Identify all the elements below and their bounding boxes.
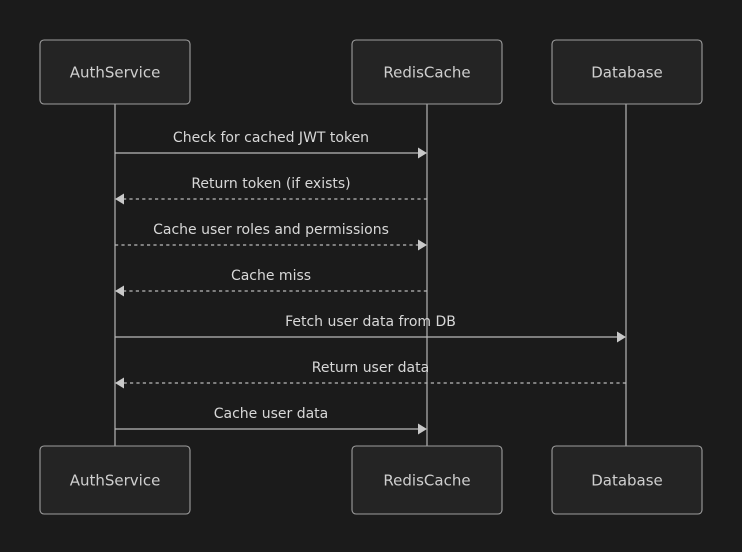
participant-db-bottom[interactable]: Database [551,445,703,515]
participant-label-redis-bottom: RedisCache [383,472,470,490]
arrowhead-1 [418,147,427,159]
participant-auth-top[interactable]: AuthService [39,39,191,105]
arrowhead-4 [115,285,124,297]
participant-box-db-top[interactable] [551,39,703,105]
message-2: Return token (if exists) [115,176,427,205]
message-6: Return user data [115,360,626,389]
participant-label-db-top: Database [591,64,663,82]
arrowhead-6 [115,377,124,389]
participant-label-auth-top: AuthService [70,64,161,82]
message-label-5: Fetch user data from DB [285,314,456,330]
participant-auth-bottom[interactable]: AuthService [39,445,191,515]
message-label-3: Cache user roles and permissions [153,222,389,238]
arrowhead-2 [115,193,124,205]
participant-box-auth-top[interactable] [39,39,191,105]
participant-box-redis-bottom[interactable] [351,445,503,515]
message-label-7: Cache user data [214,406,329,422]
participant-db-top[interactable]: Database [551,39,703,105]
participant-box-redis-top[interactable] [351,39,503,105]
participant-label-db-bottom: Database [591,472,663,490]
message-4: Cache miss [115,268,427,297]
participant-boxes-bottom: AuthService RedisCache Database [39,445,703,515]
participant-label-redis-top: RedisCache [383,64,470,82]
message-7: Cache user data [115,406,427,435]
participant-boxes-top: AuthService RedisCache Database [39,39,703,105]
participant-redis-top[interactable]: RedisCache [351,39,503,105]
message-label-6: Return user data [312,360,429,376]
message-label-1: Check for cached JWT token [173,130,369,146]
participant-box-db-bottom[interactable] [551,445,703,515]
arrowhead-7 [418,423,427,435]
message-5: Fetch user data from DB [115,314,626,343]
message-1: Check for cached JWT token [115,130,427,159]
message-label-4: Cache miss [231,268,311,284]
arrowhead-5 [617,331,626,343]
message-label-2: Return token (if exists) [191,176,350,192]
arrowhead-3 [418,239,427,251]
participant-label-auth-bottom: AuthService [70,472,161,490]
lifelines-group [114,104,627,446]
message-3: Cache user roles and permissions [115,222,427,251]
participant-box-auth-bottom[interactable] [39,445,191,515]
participant-redis-bottom[interactable]: RedisCache [351,445,503,515]
